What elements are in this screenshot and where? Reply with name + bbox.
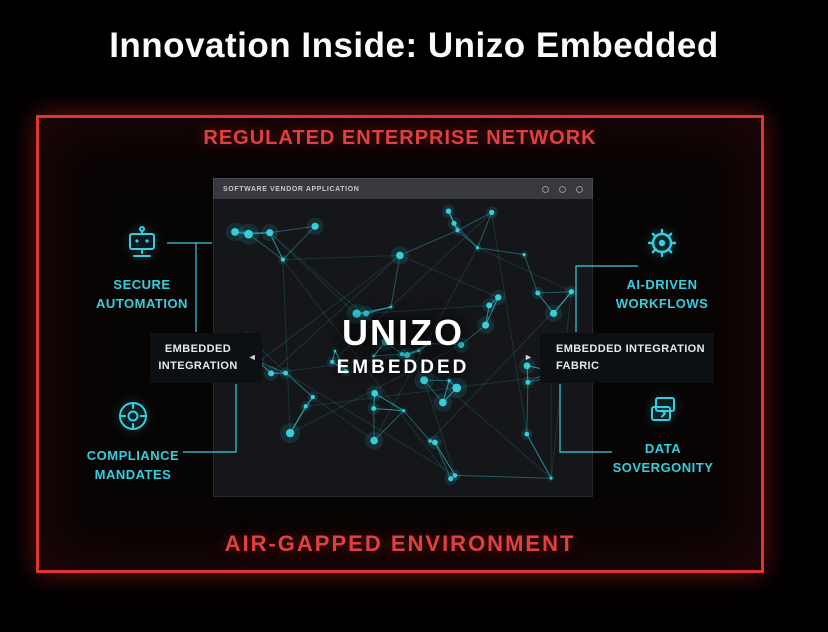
window-control-dot-icon xyxy=(542,185,549,193)
callout-ai-workflows: AI-DRIVEN WORKFLOWS xyxy=(607,224,717,314)
network-graph xyxy=(225,204,578,485)
callout-compliance-mandates: COMPLIANCE MANDATES xyxy=(78,399,188,485)
callout-label-line: COMPLIANCE xyxy=(86,448,180,463)
automation-robot-icon xyxy=(123,224,161,262)
callout-label-line: SECURE xyxy=(113,277,171,292)
center-brand: UNIZO EMBEDDED xyxy=(213,312,593,379)
arrow-left-icon: ◄ xyxy=(247,352,257,363)
brand-name: UNIZO xyxy=(342,312,464,353)
frame-top-label: REGULATED ENTERPRISE NETWORK xyxy=(203,127,597,149)
tag-embedded-integration-fabric: EMBEDDED INTEGRATION FABRIC ► xyxy=(524,333,714,383)
callout-label: COMPLIANCE MANDATES xyxy=(78,447,188,485)
window-control-dot-icon xyxy=(576,185,583,193)
callout-label-line: AUTOMATION xyxy=(96,295,188,311)
callout-label: AI-DRIVEN WORKFLOWS xyxy=(607,276,717,314)
compliance-badge-icon xyxy=(116,399,150,433)
page-title: Innovation Inside: Unizo Embedded xyxy=(109,26,719,65)
frame-bottom-label: AIR-GAPPED ENVIRONMENT xyxy=(224,531,576,556)
callout-label-line: MANDATES xyxy=(94,466,172,482)
callout-label-line: SOVERGONITY xyxy=(612,459,714,475)
callout-label-line: WORKFLOWS xyxy=(615,295,709,311)
tag-line: FABRIC xyxy=(556,360,600,372)
callout-label: SECURE AUTOMATION xyxy=(87,276,197,314)
brand-subtitle: EMBEDDED xyxy=(336,357,470,378)
tag-embedded-integration: EMBEDDED INTEGRATION ◄ xyxy=(150,333,262,383)
callout-data-sovereignty: DATA SOVERGONITY xyxy=(608,392,718,478)
callout-label-line: DATA xyxy=(644,441,682,456)
arrow-right-icon: ► xyxy=(524,352,534,363)
app-window-body xyxy=(213,199,593,497)
callout-secure-automation: SECURE AUTOMATION xyxy=(87,224,197,314)
callout-label: DATA SOVERGONITY xyxy=(608,440,718,478)
window-control-dot-icon xyxy=(559,185,566,193)
callout-label-line: AI-DRIVEN xyxy=(626,277,698,292)
data-sync-icon xyxy=(646,392,680,426)
window-controls xyxy=(542,185,583,193)
app-window-titlebar: SOFTWARE VENDOR APPLICATION xyxy=(213,178,593,199)
tag-line: EMBEDDED INTEGRATION xyxy=(556,342,705,355)
tag-line: INTEGRATION xyxy=(158,360,238,372)
tag-line: EMBEDDED xyxy=(164,342,232,355)
ai-gear-icon xyxy=(643,224,681,262)
app-window-title: SOFTWARE VENDOR APPLICATION xyxy=(223,185,360,193)
